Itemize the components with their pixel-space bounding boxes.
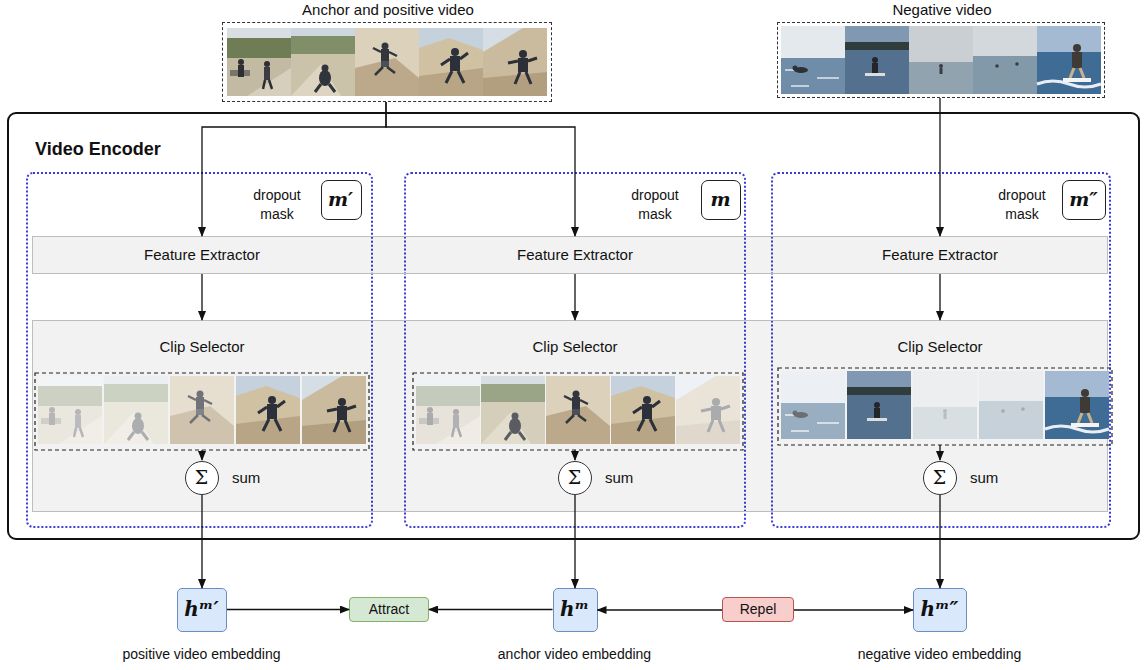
embedding-box: hᵐ″negative video embedding	[913, 588, 967, 632]
mask-box: m″	[1062, 180, 1106, 220]
video-title: Anchor and positive video	[183, 1, 593, 19]
module-label: Feature Extractor	[840, 237, 1040, 273]
dropout-label: dropout mask	[989, 186, 1055, 224]
sum-symbol: Σ	[559, 462, 590, 493]
mask-symbol: m	[702, 181, 739, 218]
encoder-box: Video Encoderdropout maskm′dropout maskm…	[7, 112, 1140, 540]
dropout-label: dropout mask	[622, 186, 688, 224]
embedding-box: hᵐ′positive video embedding	[177, 588, 227, 632]
video-title: Negative video	[738, 1, 1146, 19]
negative-frames	[781, 26, 1101, 94]
selected-clips-negative	[778, 368, 1112, 445]
repel-box: Repel	[722, 597, 794, 622]
sum-label: sum	[232, 468, 272, 488]
sum-label: sum	[605, 468, 645, 488]
module-label: Clip Selector	[840, 337, 1040, 357]
connector-arrow	[574, 495, 575, 588]
embedding-symbol: hᵐ′	[178, 589, 225, 630]
connector-arrow	[574, 274, 575, 320]
mask-symbol: m′	[322, 181, 360, 218]
encoder-title: Video Encoder	[35, 138, 235, 160]
connector-arrow	[939, 274, 940, 320]
mask-box: m′	[321, 180, 362, 220]
connector-arrow	[939, 495, 940, 588]
connector-arrow	[429, 609, 553, 610]
feature-extractor-band: Feature Extractor Feature Extractor Featur…	[32, 236, 1108, 274]
dropout-label: dropout mask	[244, 186, 310, 224]
connector-arrow	[939, 98, 940, 236]
module-label: Feature Extractor	[102, 237, 302, 273]
embedding-box: hᵐanchor video embedding	[553, 588, 598, 632]
connector-arrow	[598, 609, 723, 610]
sum-label: sum	[970, 468, 1010, 488]
sum-symbol: Σ	[924, 462, 955, 493]
connector-arrow	[227, 609, 349, 610]
embedding-symbol: hᵐ	[554, 589, 596, 630]
embedding-caption: negative video embedding	[830, 645, 1050, 663]
mask-symbol: m″	[1063, 181, 1104, 218]
module-label: Feature Extractor	[475, 237, 675, 273]
embedding-symbol: hᵐ″	[914, 589, 965, 630]
embedding-caption: positive video embedding	[92, 645, 312, 663]
loss-label: Attract	[350, 598, 428, 620]
anchor-frames	[227, 28, 547, 96]
sum-circle: Σsum	[558, 461, 592, 495]
connector-arrow	[794, 609, 913, 610]
module-label: Clip Selector	[102, 337, 302, 357]
loss-label: Repel	[723, 598, 793, 620]
connector-arrow	[201, 274, 202, 320]
sum-symbol: Σ	[186, 462, 217, 493]
selected-clips-anchor	[413, 373, 743, 450]
embedding-caption: anchor video embedding	[465, 645, 685, 663]
selected-clips-positive	[35, 373, 369, 450]
mask-box: m	[701, 180, 741, 220]
attract-box: Attract	[349, 597, 429, 622]
connector-arrow	[201, 495, 202, 588]
module-label: Clip Selector	[475, 337, 675, 357]
sum-circle: Σsum	[923, 461, 957, 495]
sum-circle: Σsum	[185, 461, 219, 495]
